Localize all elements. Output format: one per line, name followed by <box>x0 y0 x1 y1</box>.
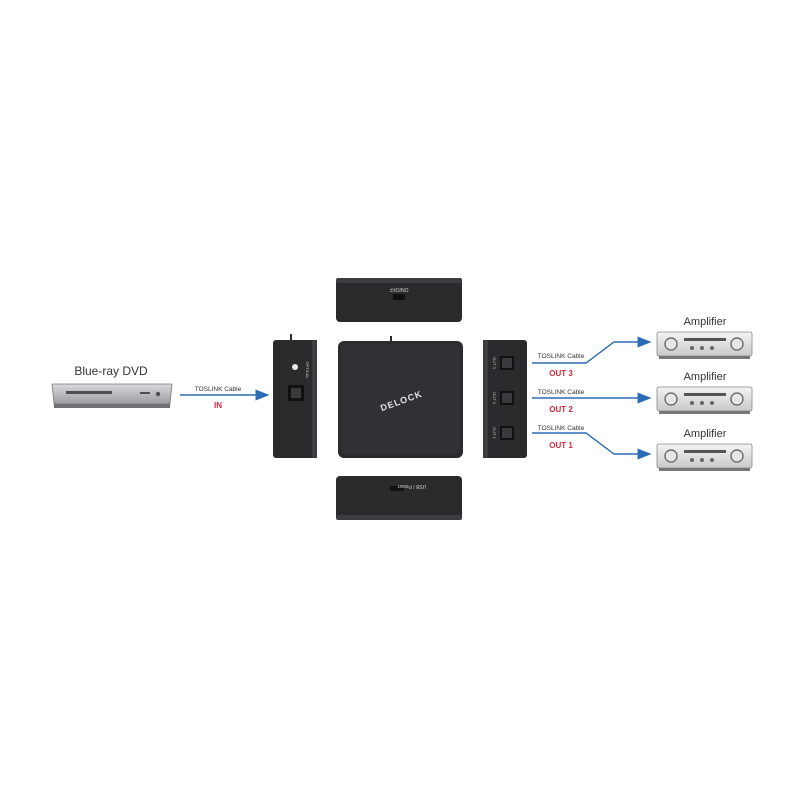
input-cable-label: TOSLINK Cable <box>195 386 242 393</box>
bottom-panel-label: USB / Power <box>397 483 426 489</box>
amplifier-label-1: Amplifier <box>684 428 727 440</box>
output-cable-label-out2: TOSLINK Cable <box>538 389 585 396</box>
amplifier-2: Amplifier <box>656 371 753 414</box>
output-cable-label-out1: TOSLINK Cable <box>538 425 585 432</box>
output-port-label-out1: OUT 1 <box>549 441 573 450</box>
device-port-label-out2: OUT 2 <box>492 392 497 404</box>
output-connection-out2: TOSLINK Cable OUT 2 <box>532 389 652 414</box>
device-output-side: OUT 3 OUT 2 OUT 1 <box>483 340 527 458</box>
device-front: DELOCK <box>338 336 463 458</box>
dvd-player: Blue-ray DVD <box>51 364 173 408</box>
output-connection-out3: TOSLINK Cable OUT 3 <box>532 336 652 378</box>
amplifier-1: Amplifier <box>656 428 753 471</box>
output-cable-label-out3: TOSLINK Cable <box>538 353 585 360</box>
input-cable: TOSLINK Cable IN <box>180 386 270 410</box>
amplifier-3: Amplifier <box>656 316 753 359</box>
input-panel-label: OPTICAL <box>305 361 310 379</box>
dvd-label: Blue-ray DVD <box>74 364 148 378</box>
input-port-label: IN <box>214 401 222 410</box>
output-connection-out1: TOSLINK Cable OUT 1 <box>532 425 652 460</box>
amplifier-label-2: Amplifier <box>684 371 727 383</box>
device-bottom-side: USB / Power <box>336 476 462 520</box>
output-port-label-out2: OUT 2 <box>549 405 573 414</box>
top-panel-label: ON/OFF <box>390 286 409 292</box>
output-port-label-out3: OUT 3 <box>549 369 573 378</box>
device-port-label-out3: OUT 3 <box>492 357 497 369</box>
amplifier-label-3: Amplifier <box>684 316 727 328</box>
device-port-label-out1: OUT 1 <box>492 427 497 439</box>
device-input-side: OPTICAL <box>273 334 317 458</box>
device-top-side: ON/OFF <box>336 278 462 322</box>
